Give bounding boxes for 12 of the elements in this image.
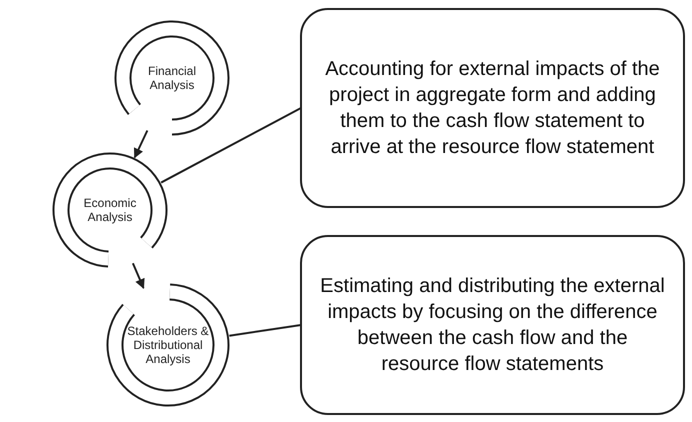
speech-bubble bbox=[300, 235, 685, 415]
callout-text: Accounting for external impacts of the project in aggregate form and adding them to the cash flow statement to arrive at the resource flow statement bbox=[324, 57, 661, 160]
node-label: Economic Analysis bbox=[82, 196, 138, 224]
arrow bbox=[134, 130, 148, 158]
cycle-node bbox=[106, 283, 230, 407]
callout-text: Estimating and distributing the external impacts by focusing on the difference between the cash flow and the resource flow statements bbox=[320, 274, 665, 377]
node-label: Financial Analysis bbox=[146, 64, 198, 92]
cycle-node bbox=[114, 20, 230, 136]
arrow bbox=[132, 262, 145, 289]
speech-bubble bbox=[300, 8, 685, 208]
node-label: Stakeholders & Distributional Analysis bbox=[126, 324, 210, 366]
cycle-node bbox=[52, 152, 168, 268]
